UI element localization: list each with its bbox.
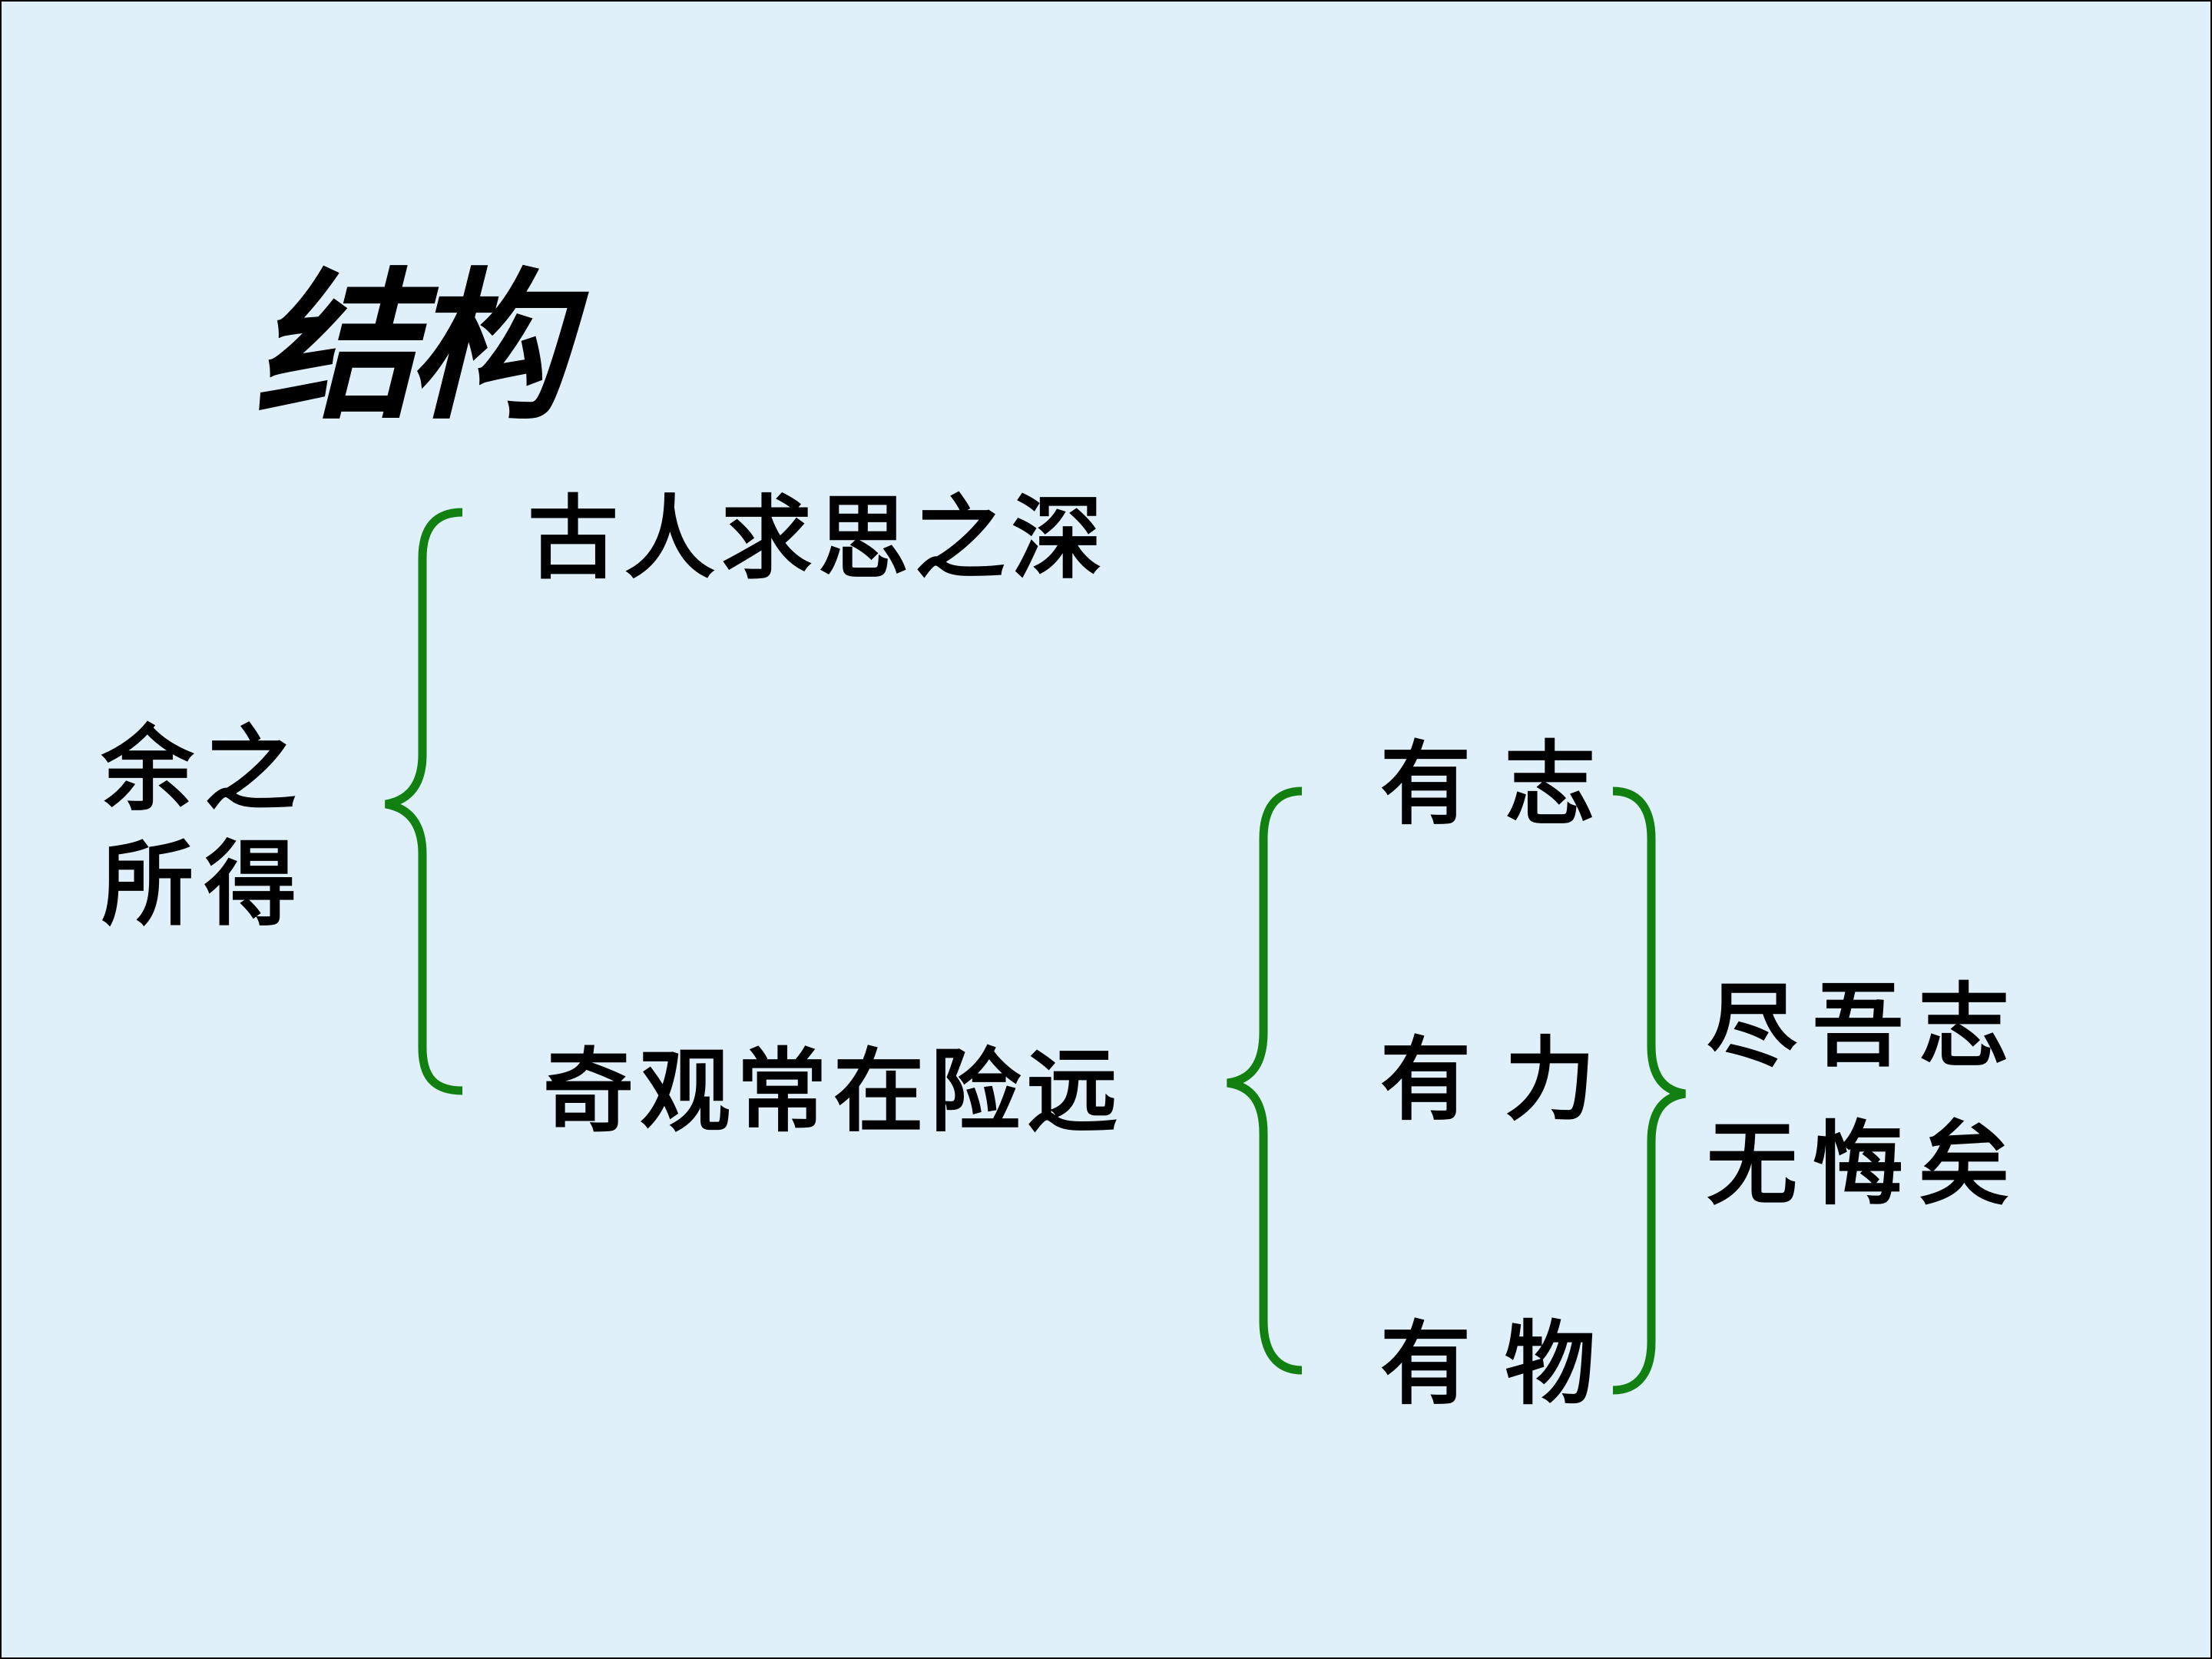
brace-root — [384, 508, 463, 1095]
sub-item-label: 有志 — [1380, 730, 1630, 837]
root-label-line2: 所得 — [101, 830, 307, 939]
sub-item-label: 有力 — [1380, 1026, 1630, 1133]
conclusion-label-line1: 尽吾志 — [1707, 972, 2025, 1079]
branch-top-label: 古人求思之深 — [528, 485, 1109, 591]
root-label-line1: 余之 — [101, 715, 307, 823]
brace-sub-items — [1227, 786, 1303, 1375]
brace-conclusion — [1612, 786, 1687, 1395]
page-title: 结构 — [255, 252, 568, 442]
conclusion-label-line2: 无悔矣 — [1707, 1111, 2025, 1217]
sub-item-label: 有物 — [1380, 1310, 1630, 1417]
branch-bottom-label: 奇观常在险远 — [543, 1038, 1124, 1144]
